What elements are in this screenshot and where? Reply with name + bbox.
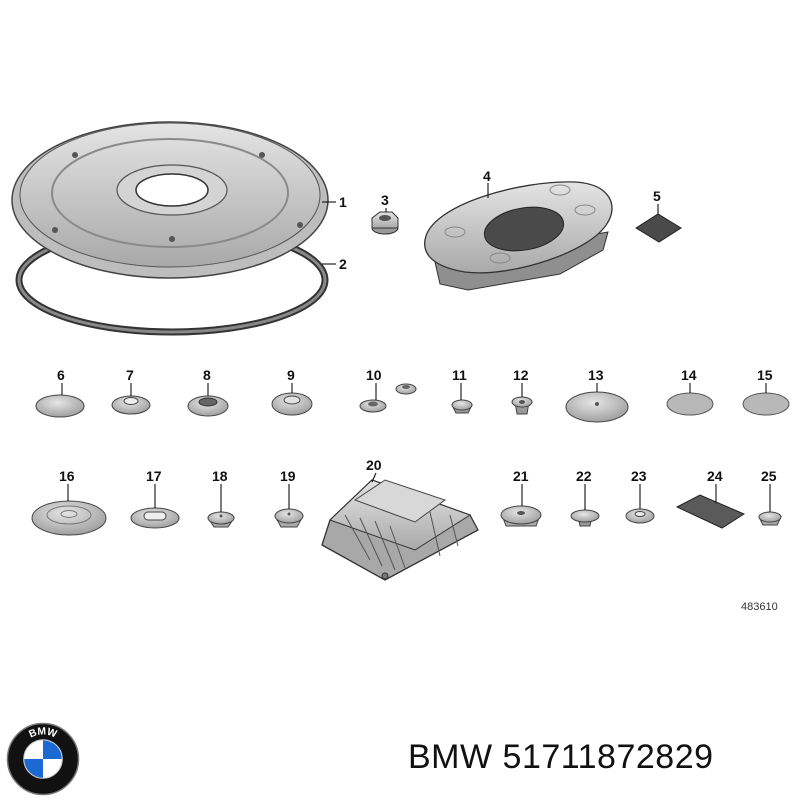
callout-14: 14 <box>681 367 697 383</box>
callout-5: 5 <box>653 188 661 204</box>
callout-3: 3 <box>381 192 389 208</box>
callout-2: 2 <box>339 256 347 272</box>
part-18-plug <box>207 511 235 528</box>
part-20-housing <box>321 479 479 581</box>
part-1-cover-plate <box>11 121 329 279</box>
callout-11: 11 <box>452 367 467 383</box>
part-8-grommet <box>187 395 229 417</box>
callout-16: 16 <box>59 468 75 484</box>
part-4-oval-pad <box>424 181 613 291</box>
callout-20: 20 <box>366 457 382 473</box>
part-number-caption: BMW 51711872829 <box>408 738 714 776</box>
part-17-grommet <box>130 507 180 529</box>
part-24-foam-pad <box>675 494 746 529</box>
part-12-clip <box>511 396 533 415</box>
callout-24: 24 <box>707 468 723 484</box>
part-10-grommet-pair <box>359 383 417 413</box>
callout-7: 7 <box>126 367 134 383</box>
part-21-cap <box>500 505 542 527</box>
svg-text:BMW: BMW <box>28 726 59 740</box>
callout-6: 6 <box>57 367 65 383</box>
part-5-square-pad <box>635 213 682 243</box>
part-15-disc <box>742 392 790 416</box>
part-22-clip <box>570 509 600 527</box>
part-14-disc <box>666 392 714 416</box>
part-19-plug <box>274 508 304 528</box>
bmw-roundel-icon: BMW <box>6 722 80 796</box>
part-9-grommet <box>271 392 313 416</box>
callout-12: 12 <box>513 367 529 383</box>
part-25-plug <box>758 511 782 526</box>
callout-8: 8 <box>203 367 211 383</box>
callout-22: 22 <box>576 468 592 484</box>
part-11-plug <box>451 399 473 414</box>
callout-21: 21 <box>513 468 529 484</box>
leader-lines <box>61 183 771 512</box>
callout-labels: 1 2 3 4 5 6 7 8 9 10 11 12 13 14 15 16 1… <box>57 168 777 484</box>
callout-18: 18 <box>212 468 228 484</box>
callout-17: 17 <box>146 468 162 484</box>
callout-13: 13 <box>588 367 604 383</box>
callout-9: 9 <box>287 367 295 383</box>
part-6-plug <box>35 394 85 418</box>
callout-25: 25 <box>761 468 777 484</box>
callout-4: 4 <box>483 168 491 184</box>
reference-number: 483610 <box>741 601 778 613</box>
callout-19: 19 <box>280 468 296 484</box>
part-13-cap <box>565 391 629 423</box>
callout-10: 10 <box>366 367 382 383</box>
part-7-grommet <box>111 395 151 415</box>
callout-23: 23 <box>631 468 647 484</box>
callout-15: 15 <box>757 367 773 383</box>
part-3-nut <box>371 211 399 235</box>
callout-1: 1 <box>339 194 347 210</box>
part-23-grommet <box>625 508 655 524</box>
part-16-cap <box>31 500 107 536</box>
